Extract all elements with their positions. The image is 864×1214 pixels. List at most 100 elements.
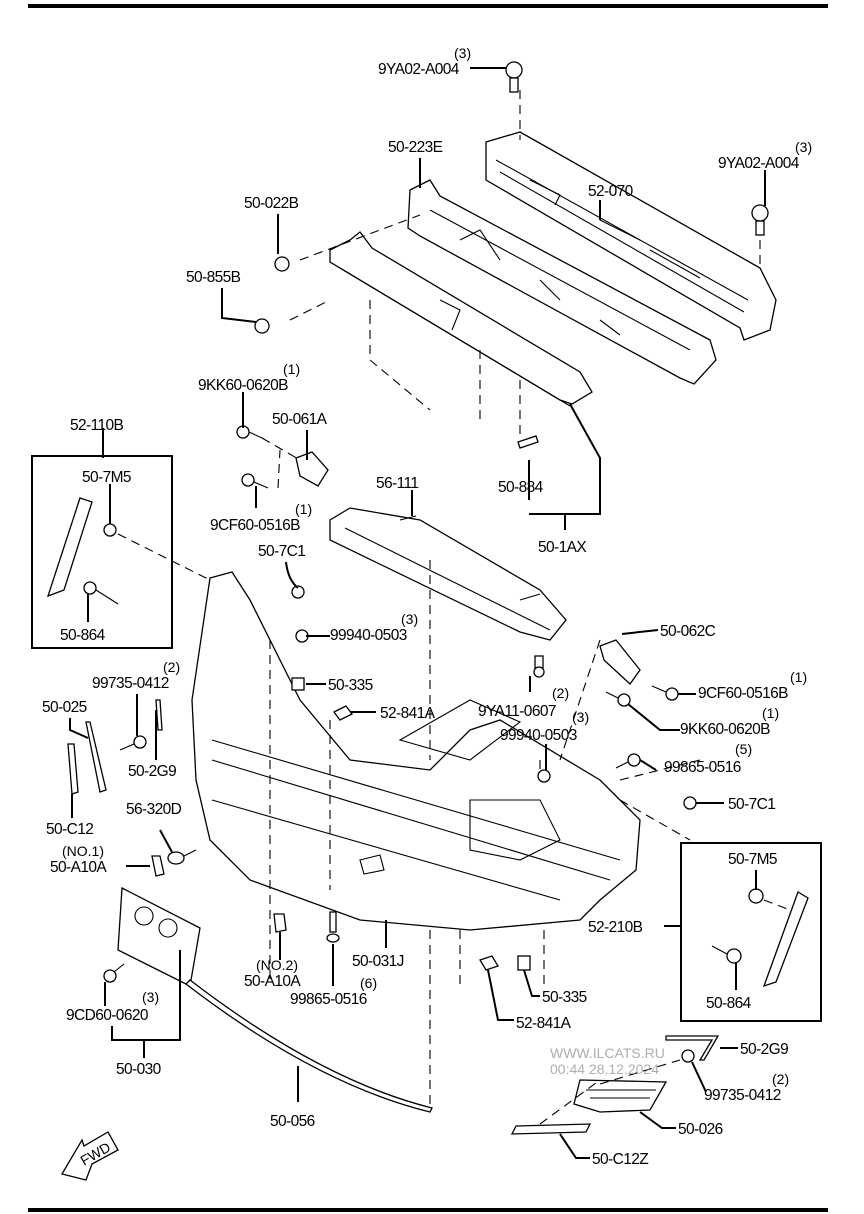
part-callout[interactable]: (1)9CF60-0516B [210,501,312,534]
part-callout[interactable]: 50-884 [498,479,544,496]
part-number-label[interactable]: 52-210B [588,919,643,936]
part-number-label[interactable]: 52-070 [588,183,634,200]
nut-icon [537,769,551,783]
part-callout[interactable]: (1)9KK60-0620B [198,361,300,394]
bolt-icon [505,61,523,93]
part-number-label[interactable]: 50-855B [186,269,241,286]
part-number-label[interactable]: 9YA02-A004 [378,61,460,78]
part-callout[interactable]: 56-111 [376,475,419,492]
part-number-label[interactable]: 50-061A [272,411,328,428]
part-callout[interactable]: 50-2G9 [740,1041,789,1058]
part-number-label[interactable]: 50-1AX [538,539,588,556]
part-number-label[interactable]: 50-884 [498,479,544,496]
part-callout[interactable]: 52-070 [588,183,634,200]
part-callout[interactable]: 50-061A [272,411,328,428]
part-number-label[interactable]: 99940-0503 [500,727,577,744]
part-number-label[interactable]: 9YA02-A004 [718,155,800,172]
part-callout[interactable]: 50-030 [116,1061,162,1078]
part-callout[interactable]: 50-335 [542,989,587,1006]
part-callout[interactable]: 50-056 [270,1113,315,1130]
part-number-label[interactable]: 50-7C1 [258,543,306,560]
part-number-label[interactable]: 56-320D [126,801,182,818]
part-callout[interactable]: (3)99940-0503 [330,611,418,644]
part-number-label[interactable]: 50-062C [660,623,716,640]
part-callout[interactable]: 50-026 [678,1121,723,1138]
part-number-label[interactable]: 50-A10A [244,973,302,990]
part-callout[interactable]: (2)99735-0412 [92,659,180,692]
part-number-label[interactable]: 50-2G9 [740,1041,789,1058]
screw-icon [711,945,742,964]
part-callout[interactable]: (6)99865-0516 [290,975,377,1008]
part-number-label[interactable]: 50-2G9 [128,763,177,780]
part-callout[interactable]: (NO.1)50-A10A [50,843,108,876]
part-number-label[interactable]: 52-841A [516,1015,572,1032]
part-callout[interactable]: (1)9KK60-0620B [680,705,779,738]
part-callout[interactable]: (3)99940-0503 [500,709,589,744]
part-callout[interactable]: 50-335 [328,677,373,694]
part-callout[interactable]: 50-062C [660,623,716,640]
part-number-label[interactable]: 50-056 [270,1113,315,1130]
part-number-label[interactable]: 50-C12 [46,821,94,838]
part-callout[interactable]: 50-7C1 [728,796,776,813]
part-number-label[interactable]: 50-7M5 [82,469,132,486]
part-number-label[interactable]: 9YA11-0607 [478,703,556,720]
part-number-label[interactable]: 99865-0516 [290,991,367,1008]
part-number-label[interactable]: 99940-0503 [330,627,407,644]
part-callout[interactable]: (1)9CF60-0516B [698,669,807,702]
part-callout[interactable]: 50-C12 [46,821,94,838]
part-callout[interactable]: 50-1AX [538,539,588,556]
part-number-label[interactable]: 50-864 [60,627,106,644]
part-number-label[interactable]: 9KK60-0620B [680,721,771,738]
part-number-label[interactable]: 50-335 [328,677,373,694]
part-number-label[interactable]: 50-864 [706,995,752,1012]
part-callout[interactable]: 56-320D [126,801,182,818]
part-callout[interactable]: (3)9CD60-0620 [66,989,159,1024]
part-callout[interactable]: 52-841A [380,705,436,722]
part-number-label[interactable]: 9CF60-0516B [210,517,301,534]
part-number-label[interactable]: 50-022B [244,195,299,212]
part-callout[interactable]: 52-841A [516,1015,572,1032]
part-callout[interactable]: (3)9YA02-A004 [718,139,812,172]
clip-icon [103,523,117,537]
part-callout[interactable]: 50-864 [706,995,752,1012]
part-callout[interactable]: 50-2G9 [128,763,177,780]
part-callout[interactable]: (3)9YA02-A004 [378,45,471,78]
part-number-label[interactable]: 9KK60-0620B [198,377,289,394]
part-number-label[interactable]: 56-111 [376,475,419,492]
part-number-label[interactable]: 50-026 [678,1121,723,1138]
part-callout[interactable]: 50-223E [388,139,443,156]
part-number-label[interactable]: 9CD60-0620 [66,1007,149,1024]
part-callout[interactable]: (5) 99865-0516 [664,741,752,776]
part-callout[interactable]: 50-7M5 [82,469,132,486]
part-callout[interactable]: (NO.2)50-A10A [244,957,302,990]
part-callout[interactable]: 50-7M5 [728,851,778,868]
part-callout[interactable]: 52-210B [588,919,643,936]
part-callout[interactable]: 50-025 [42,699,87,716]
part-number-label[interactable]: 50-A10A [50,859,108,876]
part-number-label[interactable]: 50-030 [116,1061,162,1078]
part-number-label[interactable]: 50-031J [352,953,404,970]
part-number-label[interactable]: 50-025 [42,699,87,716]
part-number-label[interactable]: 50-7C1 [728,796,776,813]
part-number-label[interactable]: 52-110B [70,417,124,434]
part-number-label[interactable]: 99865-0516 [664,759,741,776]
part-number-label[interactable]: 50-7M5 [728,851,778,868]
part-number-label[interactable]: 50-335 [542,989,587,1006]
part-number-label[interactable]: 52-841A [380,705,436,722]
part-number-label[interactable]: 9CF60-0516B [698,685,789,702]
part-callout[interactable]: (2)9YA11-0607 [478,685,569,720]
quantity-label: (5) [735,741,752,757]
part-callout[interactable]: 50-864 [60,627,106,644]
part-number-label[interactable]: 50-223E [388,139,443,156]
part-callout[interactable]: (2)99735-0412 [704,1071,789,1104]
part-callout[interactable]: 52-110B [70,417,124,434]
part-callout[interactable]: 50-855B [186,269,241,286]
part-callout[interactable]: 50-031J [352,953,404,970]
part-callout[interactable]: 50-022B [244,195,299,212]
part-number-label[interactable]: 99735-0412 [704,1087,781,1104]
part-number-label[interactable]: 99735-0412 [92,675,169,692]
part-number-label[interactable]: 50-C12Z [592,1151,649,1168]
part-callout[interactable]: 50-C12Z [592,1151,649,1168]
bumper-absorber-52-070 [485,131,777,341]
part-callout[interactable]: 50-7C1 [258,543,306,560]
